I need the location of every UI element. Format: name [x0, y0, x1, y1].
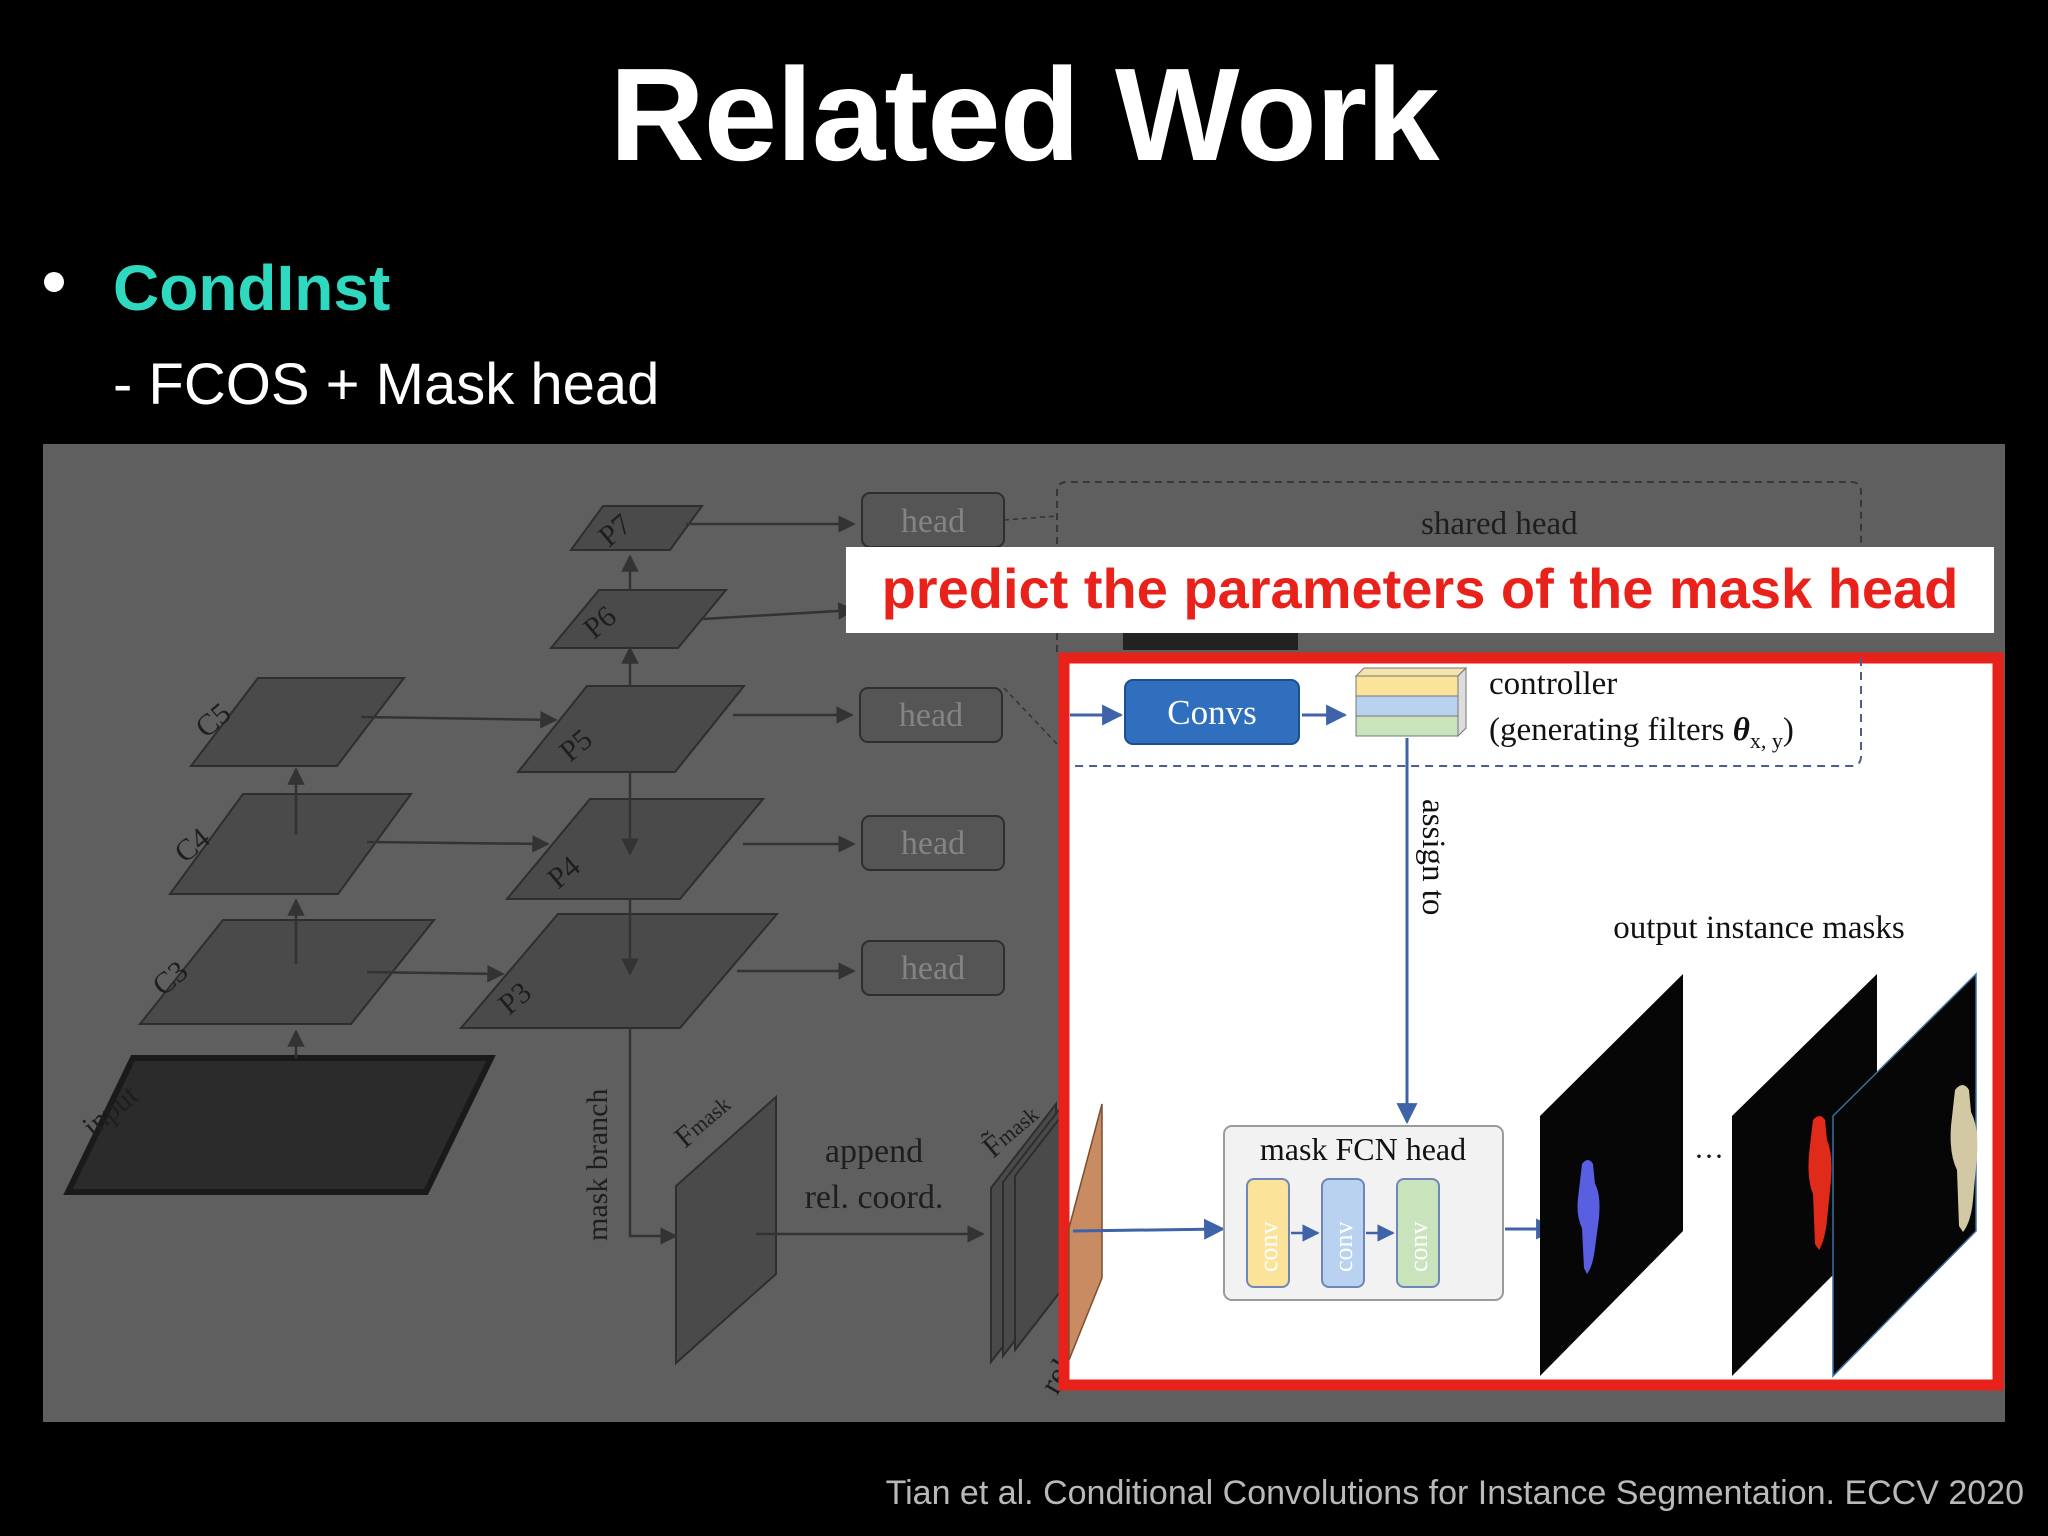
controller-layer-yellow — [1355, 675, 1459, 697]
sub-bullet: - FCOS + Mask head — [113, 352, 660, 417]
output-mask-1 — [1540, 974, 1683, 1376]
label-append-coord: rel. coord. — [805, 1179, 944, 1216]
head-box-p3 — [861, 940, 1005, 996]
bullet-condinst: CondInst — [113, 252, 391, 324]
convs-label: Convs — [1167, 693, 1256, 732]
head-box-p5 — [859, 687, 1003, 743]
plane-c4 — [168, 793, 413, 895]
slide-title: Related Work — [609, 41, 1439, 188]
shared-head-dashed-top — [1056, 481, 1862, 652]
output-ellipsis: ··· — [1694, 1140, 1724, 1173]
label-append: append — [825, 1133, 923, 1170]
head-label-p3: head — [901, 950, 965, 987]
controller-stack-side — [1457, 666, 1467, 738]
shared-head-dashed-bottom — [1070, 658, 1862, 767]
callout-text: predict the parameters of the mask head — [882, 557, 1959, 620]
controller-stack-top — [1354, 667, 1468, 677]
citation: Tian et al. Conditional Convolutions for… — [885, 1474, 2024, 1512]
plane-p5 — [515, 685, 747, 773]
plane-c3 — [137, 919, 437, 1025]
condinst-diagram: C3 C4 C5 P3 P4 P5 P6 P7 input mask branc… — [43, 444, 2005, 1422]
output-mask-2 — [1732, 974, 1877, 1376]
plane-c5 — [188, 677, 407, 767]
conv-label-1: conv — [1254, 1221, 1283, 1272]
controller-layer-blue — [1355, 695, 1459, 717]
shared-head-label: shared head — [1421, 506, 1578, 542]
output-masks-label: output instance masks — [1613, 910, 1904, 946]
controller-layer-green — [1355, 715, 1459, 737]
head-label-p5: head — [899, 697, 963, 734]
plane-p7 — [569, 505, 704, 551]
conv-block-1 — [1246, 1178, 1290, 1288]
bullet-dot — [44, 272, 64, 292]
controller-filters-label: (generating filters θx, y) — [1489, 712, 1794, 753]
mask-branch-line — [628, 1028, 678, 1245]
head-label-p7: head — [901, 503, 965, 540]
conv-block-2 — [1321, 1178, 1365, 1288]
head-label-p4: head — [901, 825, 965, 862]
callout-box — [846, 547, 1994, 633]
f-mask-slab — [675, 1094, 777, 1366]
controller-label: controller — [1489, 666, 1617, 702]
instance-blue — [1577, 1160, 1600, 1274]
output-mask-3 — [1832, 972, 1977, 1378]
assign-to-label: assign to — [1415, 799, 1451, 915]
input-image — [63, 1055, 496, 1195]
conv-label-2: conv — [1329, 1221, 1358, 1272]
plane-p3 — [458, 913, 780, 1029]
label-mask-branch: mask branch — [581, 1089, 614, 1241]
convs-box — [1124, 679, 1300, 745]
conv-block-3 — [1396, 1178, 1440, 1288]
head-box-p4 — [861, 815, 1005, 871]
instance-beige — [1950, 1085, 1978, 1232]
fcn-head-label: mask FCN head — [1260, 1131, 1466, 1167]
instance-red — [1808, 1116, 1832, 1250]
conv-label-3: conv — [1404, 1221, 1433, 1272]
